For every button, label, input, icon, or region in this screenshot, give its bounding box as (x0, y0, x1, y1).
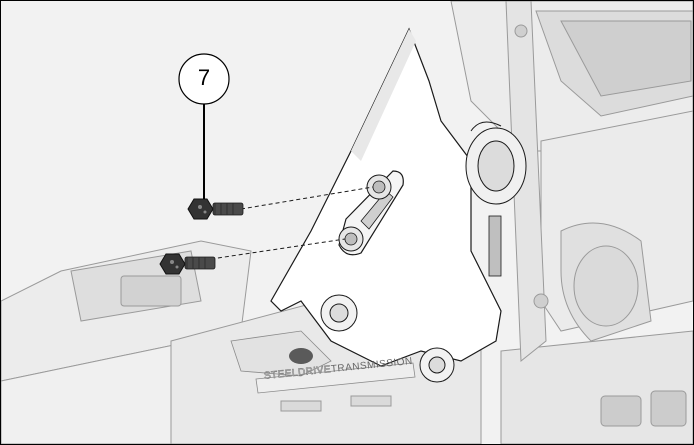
guide-line-upper (240, 186, 374, 210)
callout-circle (178, 53, 230, 105)
bolt-lower (159, 253, 216, 275)
shift-boot (465, 121, 527, 277)
threaded-boss-upper (366, 174, 392, 200)
bolt-upper (187, 198, 244, 220)
embossed-badge (255, 362, 416, 394)
installation-guide-lines (210, 186, 374, 260)
callout-number: 7 (197, 65, 211, 90)
slotted-mount-plate (338, 170, 404, 256)
callout (178, 53, 230, 199)
lower-mount-boss (419, 347, 455, 383)
threaded-boss-lower (338, 226, 364, 252)
lower-mount-boss (320, 294, 358, 332)
guide-line-lower (210, 238, 346, 260)
